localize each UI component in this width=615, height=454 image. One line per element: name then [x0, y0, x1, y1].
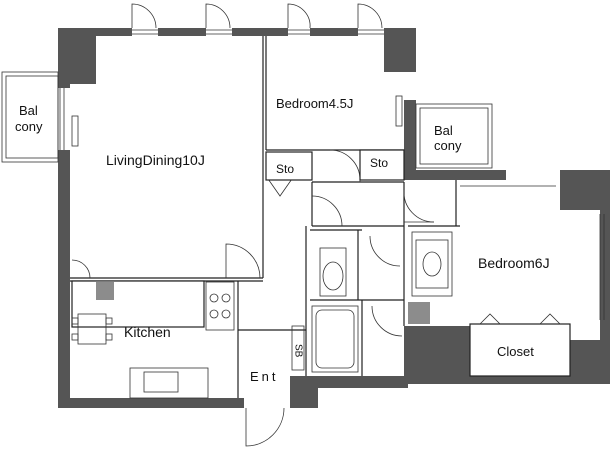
balcony-right-label-1: Bal — [434, 123, 453, 138]
fixtures — [71, 95, 605, 399]
storage-right — [359, 149, 405, 181]
shoe-box-label: SB — [293, 344, 304, 358]
closet-label: Closet — [497, 344, 534, 359]
storage-right-label: Sto — [370, 156, 388, 170]
storage-left-label: Sto — [276, 162, 294, 176]
balcony-left-label-1: Bal — [19, 103, 38, 118]
balcony-right — [415, 103, 493, 169]
bedroom-small-label: Bedroom4.5J — [276, 96, 353, 111]
living-dining-label: LivingDining10J — [106, 152, 205, 168]
balcony-left — [1, 71, 79, 163]
partitions — [70, 36, 571, 398]
balcony-left-label-2: cony — [15, 119, 43, 134]
storage-left — [265, 151, 313, 181]
balcony-right-label-2: cony — [434, 138, 462, 153]
bedroom-large-label: Bedroom6J — [478, 255, 550, 271]
outer-walls — [58, 28, 610, 408]
top-windows — [131, 3, 384, 35]
entrance-label: Ent — [250, 369, 279, 384]
kitchen-label: Kitchen — [124, 324, 171, 340]
